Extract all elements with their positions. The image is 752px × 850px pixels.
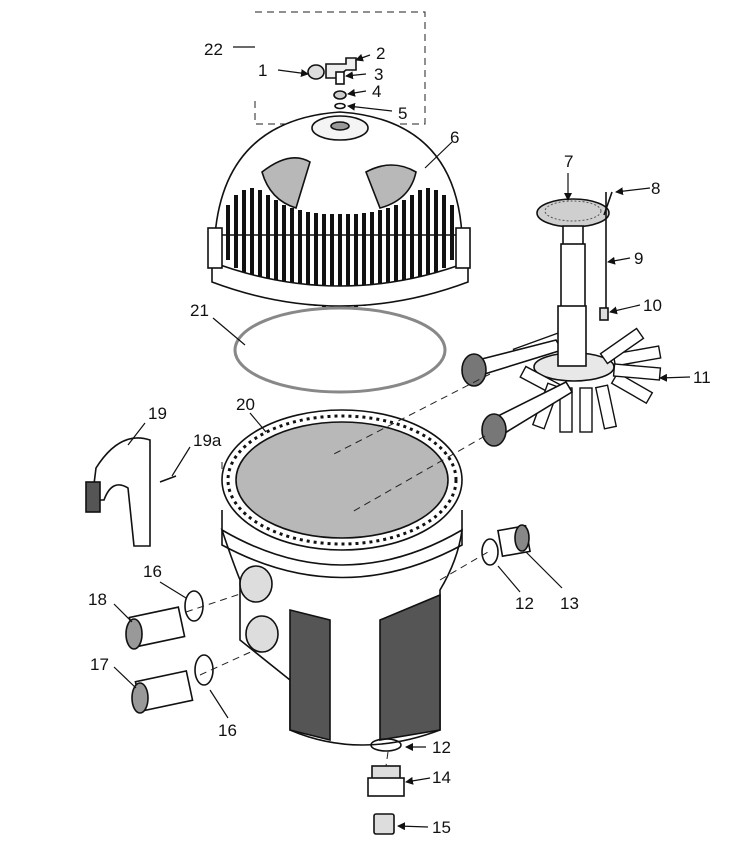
part-13-side-plug <box>497 524 531 558</box>
label-6: 6 <box>450 128 459 147</box>
label-17: 17 <box>90 655 109 674</box>
label-13: 13 <box>560 594 579 613</box>
part-19-clamp-handle <box>85 437 151 547</box>
part-8-pressure-tube <box>603 191 613 216</box>
part-14-drain-fitting <box>367 765 405 797</box>
part-16-oring-lower <box>194 654 214 686</box>
part-17-adapter-lower <box>131 669 194 714</box>
part-16-oring-upper <box>184 590 204 622</box>
label-5: 5 <box>398 104 407 123</box>
part-3-nipple <box>335 71 345 85</box>
part-6-filter-lid <box>207 111 471 307</box>
filter-tank-body <box>220 510 464 746</box>
part-12-oring-bottom <box>370 738 402 752</box>
label-11: 11 <box>693 368 711 387</box>
label-2: 2 <box>376 44 385 63</box>
alignment-lines <box>185 373 491 767</box>
part-19a-screw <box>159 475 177 483</box>
leader-lines <box>113 46 691 831</box>
label-16-upper: 16 <box>143 562 162 581</box>
label-12-side: 12 <box>515 594 534 613</box>
part-5-oring <box>334 102 346 110</box>
lid-ribs <box>226 188 454 307</box>
part-18-adapter-upper <box>125 606 186 650</box>
part-labels: 22 1 2 3 4 5 6 7 8 9 10 11 21 20 19 19a … <box>88 40 711 837</box>
label-4: 4 <box>372 82 381 101</box>
part-15-drain-cap <box>373 813 395 835</box>
part-10-clip <box>599 307 609 321</box>
label-1: 1 <box>258 61 267 80</box>
label-20: 20 <box>236 395 255 414</box>
part-7-diffuser <box>536 198 610 247</box>
label-7: 7 <box>564 152 573 171</box>
label-3: 3 <box>374 65 383 84</box>
part-2-elbow <box>325 57 357 79</box>
kit-22-dashed-box <box>254 11 426 125</box>
label-19a: 19a <box>193 431 222 450</box>
label-16-lower: 16 <box>218 721 237 740</box>
label-18: 18 <box>88 590 107 609</box>
label-10: 10 <box>643 296 662 315</box>
label-8: 8 <box>651 179 660 198</box>
part-12-oring-side <box>481 538 499 566</box>
part-4-nut <box>333 90 347 100</box>
label-21: 21 <box>190 301 209 320</box>
label-15: 15 <box>432 818 451 837</box>
label-14: 14 <box>432 768 451 787</box>
label-22: 22 <box>204 40 223 59</box>
part-11-lateral-assembly <box>461 305 662 447</box>
label-19: 19 <box>148 404 167 423</box>
part-21-lid-oring <box>233 306 447 394</box>
part-20-filter-grid <box>221 409 463 551</box>
part-1-cap <box>307 64 325 80</box>
label-9: 9 <box>634 249 643 268</box>
label-12-bottom: 12 <box>432 738 451 757</box>
air-relief-valve-parts <box>307 57 357 110</box>
